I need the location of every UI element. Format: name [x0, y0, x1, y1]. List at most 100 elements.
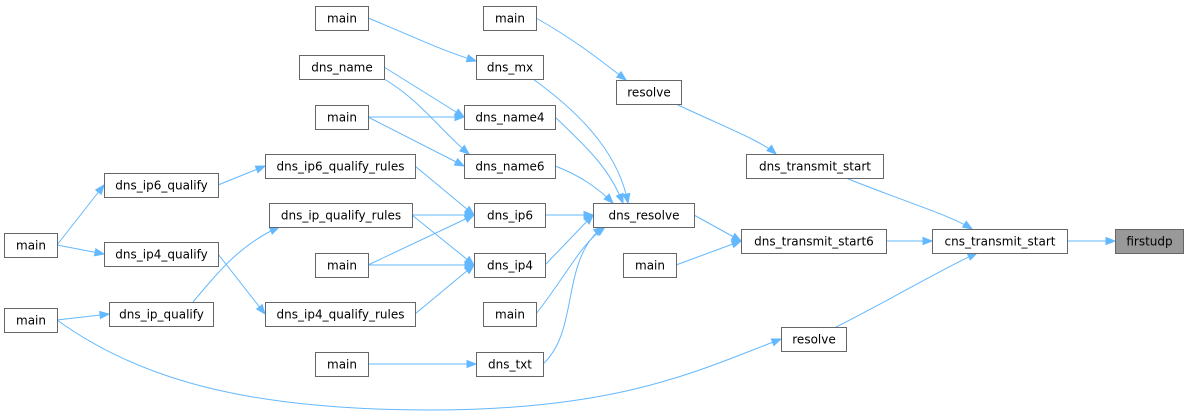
node-label: dns_name4	[475, 111, 544, 125]
node-dns_transmit_start6[interactable]: dns_transmit_start6	[741, 229, 887, 254]
node-label: main	[16, 314, 46, 328]
edge-main_r1-to-resolve_top	[535, 17, 628, 81]
edge-line	[675, 103, 777, 155]
nodes-layer: firstudp cns_transmit_start dns_transmit_s…	[4, 6, 1184, 377]
node-box	[4, 233, 58, 258]
node-box	[932, 229, 1068, 254]
node-dns_ip4[interactable]: dns_ip4	[474, 253, 546, 278]
node-label: dns_resolve	[609, 209, 680, 223]
node-dns_transmit_start[interactable]: dns_transmit_start	[746, 154, 884, 179]
edge-arrowhead	[458, 144, 471, 155]
edge-dns_name4-to-dns_resolve	[554, 116, 624, 205]
node-dns_ip6_qualify_rules[interactable]: dns_ip6_qualify_rules	[265, 154, 416, 179]
edge-main_ip4-to-dns_ip6	[367, 214, 476, 266]
node-dns_txt[interactable]: dns_txt	[476, 352, 544, 377]
node-main_mx[interactable]: main	[315, 6, 369, 31]
edge-arrowhead	[966, 252, 979, 261]
node-label: firstudp	[1126, 235, 1172, 249]
node-label: main	[495, 308, 525, 322]
node-firstudp[interactable]: firstudp	[1115, 229, 1184, 254]
node-label: cns_transmit_start	[945, 235, 1056, 249]
node-dns_name4[interactable]: dns_name4	[464, 105, 556, 130]
edge-line	[367, 214, 475, 266]
node-label: dns_transmit_start	[759, 160, 871, 174]
node-label: main	[327, 259, 357, 273]
edge-arrowhead	[454, 112, 466, 122]
edge-arrowhead	[465, 54, 478, 63]
edge-arrowhead	[730, 232, 743, 242]
node-main_txt[interactable]: main	[315, 352, 369, 377]
edge-dns_ip6-to-dns_resolve	[545, 210, 595, 220]
node-box	[483, 302, 537, 327]
edge-arrowhead	[730, 240, 743, 249]
node-dns_mx[interactable]: dns_mx	[476, 55, 544, 80]
edges-layer	[56, 17, 1117, 411]
node-box	[299, 55, 385, 80]
node-dns_ip6[interactable]: dns_ip6	[474, 203, 546, 228]
edge-arrowhead	[94, 183, 105, 196]
edge-main_dns-to-dns_resolve	[535, 226, 607, 315]
node-box	[593, 203, 695, 228]
edge-dns_ip_qualify-to-dns_ip_qualify_rules	[192, 226, 281, 303]
node-dns_resolve[interactable]: dns_resolve	[593, 203, 695, 228]
edge-line	[383, 78, 470, 155]
node-main_ip4[interactable]: main	[315, 253, 369, 278]
edge-line	[535, 226, 606, 315]
node-main_r1[interactable]: main	[483, 6, 537, 31]
node-dns_name[interactable]: dns_name	[299, 55, 385, 80]
node-dns_ip_qualify_rules[interactable]: dns_ip_qualify_rules	[269, 203, 413, 228]
node-box	[464, 154, 556, 179]
edge-dns_ip6_qualify-to-dns_ip6_qualify_rules	[217, 165, 267, 186]
edge-main_name-to-dns_name4	[368, 112, 466, 122]
edge-line	[56, 319, 782, 411]
edge-line	[544, 214, 594, 266]
edge-line	[192, 226, 280, 303]
edge-arrowhead	[255, 303, 266, 316]
node-main_q1[interactable]: main	[4, 233, 58, 258]
node-label: dns_ip6_qualify_rules	[277, 160, 405, 174]
node-label: dns_ip6	[487, 209, 533, 223]
edge-arrowhead	[268, 226, 281, 235]
node-main_dns[interactable]: main	[483, 302, 537, 327]
edge-arrowhead	[603, 193, 614, 204]
node-dns_name6[interactable]: dns_name6	[464, 154, 556, 179]
edge-arrowhead	[592, 226, 605, 237]
edge-dns_name-to-dns_name6	[383, 78, 471, 155]
node-resolve_bottom[interactable]: resolve	[781, 327, 847, 352]
edge-main_q2-to-dns_ip_qualify	[56, 310, 111, 321]
node-cns_transmit_start[interactable]: cns_transmit_start	[932, 229, 1068, 254]
node-label: dns_ip_qualify_rules	[281, 209, 401, 223]
node-main_name[interactable]: main	[315, 105, 369, 130]
edge-line	[835, 252, 978, 328]
node-label: main	[327, 12, 357, 26]
node-dns_ip_qualify[interactable]: dns_ip_qualify	[109, 302, 214, 327]
node-box	[315, 105, 369, 130]
node-box	[109, 302, 214, 327]
node-label: resolve	[792, 333, 835, 347]
node-dns_ip6_qualify[interactable]: dns_ip6_qualify	[104, 173, 219, 198]
node-box	[746, 154, 884, 179]
edge-line	[554, 116, 624, 204]
node-label: dns_name6	[475, 160, 544, 174]
node-box	[616, 80, 682, 105]
node-main_q2[interactable]: main	[4, 308, 58, 333]
edge-arrowhead	[254, 165, 267, 174]
edge-arrowhead	[466, 359, 478, 369]
node-dns_ip4_qualify[interactable]: dns_ip4_qualify	[104, 242, 219, 267]
edge-main_ip4-to-dns_ip4	[368, 260, 476, 270]
edge-resolve_bottom-to-cns_transmit_start	[835, 252, 979, 328]
edge-main_q1-to-dns_ip4_qualify	[56, 244, 106, 257]
node-box	[104, 242, 219, 267]
edge-arrowhead	[922, 236, 934, 246]
edge-line	[414, 264, 475, 315]
node-box	[265, 154, 416, 179]
edge-dns_name-to-dns_name4	[383, 66, 466, 118]
node-main_r2[interactable]: main	[623, 253, 677, 278]
node-dns_ip4_qualify_rules[interactable]: dns_ip4_qualify_rules	[265, 302, 416, 327]
edge-arrowhead	[583, 214, 594, 225]
edge-cns_transmit_start-to-firstudp	[1067, 236, 1117, 246]
node-label: dns_txt	[488, 358, 532, 372]
edge-arrowhead	[961, 220, 974, 230]
node-resolve_top[interactable]: resolve	[616, 80, 682, 105]
